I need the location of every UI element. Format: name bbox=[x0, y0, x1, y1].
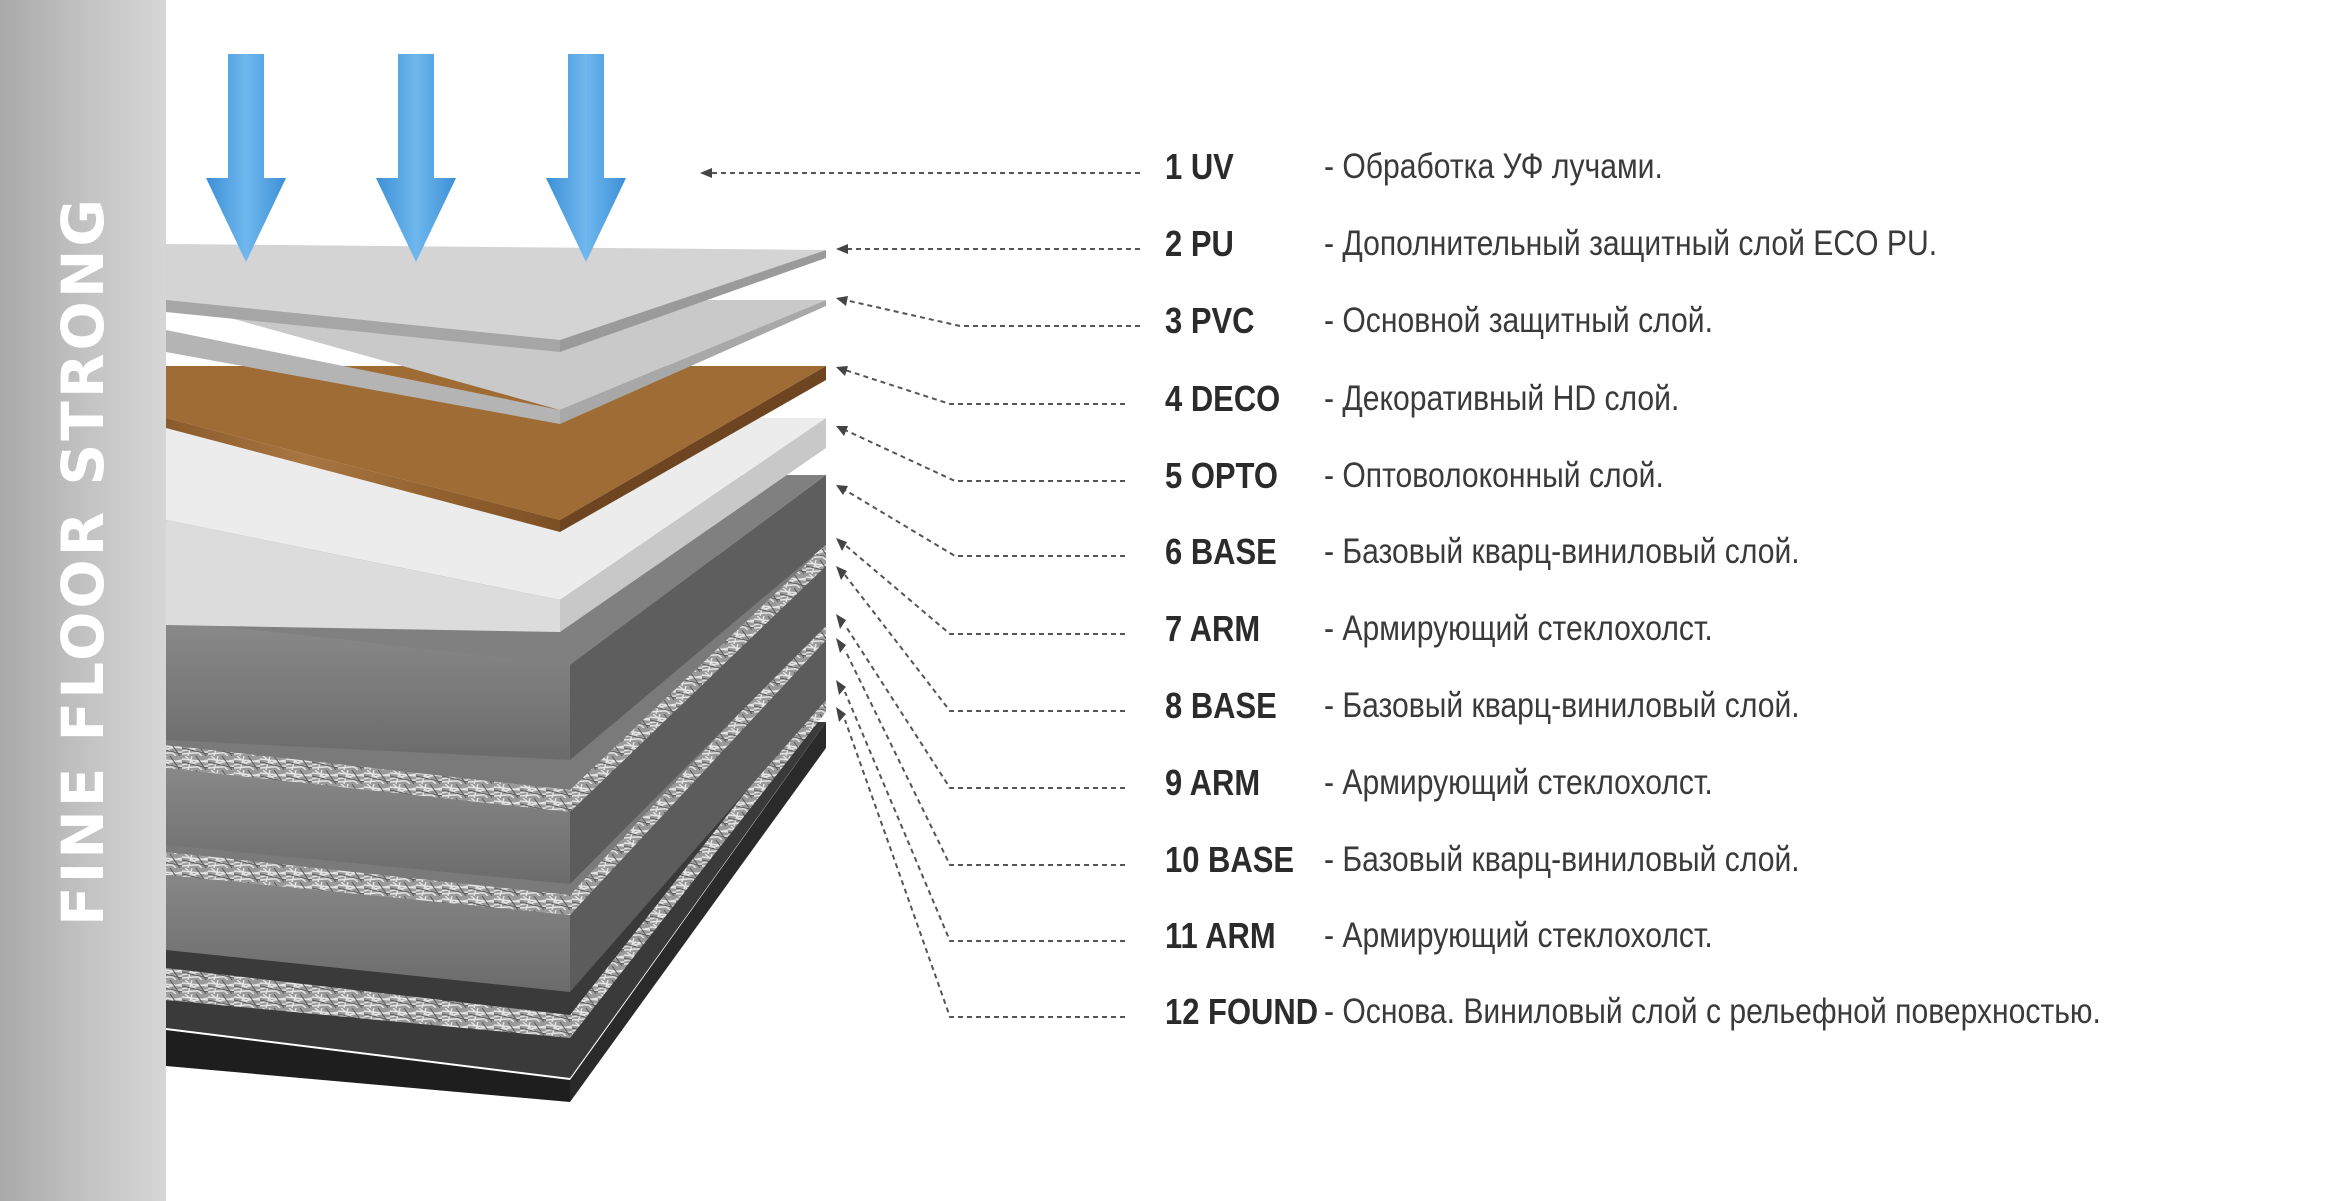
leader-arrowhead bbox=[836, 638, 846, 653]
layer-4-deco bbox=[166, 366, 826, 532]
arrow-down-icon bbox=[206, 54, 286, 262]
leader-line-10 bbox=[844, 649, 1125, 866]
arrow-down-icon bbox=[376, 54, 456, 262]
layer-7-desc: - Армирующий стеклохолст. bbox=[1324, 609, 1713, 648]
layer-4-id: 4 DECO bbox=[1165, 378, 1281, 419]
layer-1-id: 1 UV bbox=[1165, 146, 1234, 187]
leader-arrowhead bbox=[836, 426, 848, 436]
layer-8-id: 8 BASE bbox=[1165, 685, 1277, 726]
layer-3-id: 3 PVC bbox=[1165, 300, 1255, 341]
layer-6-desc: - Базовый кварц-виниловый слой. bbox=[1324, 532, 1800, 571]
layer-10-id: 10 BASE bbox=[1165, 839, 1295, 880]
leader-arrowhead bbox=[836, 707, 846, 722]
layer-1-desc: - Обработка УФ лучами. bbox=[1324, 147, 1663, 186]
leader-line-5 bbox=[844, 429, 1125, 482]
layer-7-id: 7 ARM bbox=[1165, 608, 1261, 649]
leader-arrowhead bbox=[836, 366, 848, 376]
arrow-down-icon bbox=[546, 54, 626, 262]
leader-line-3 bbox=[844, 299, 1140, 327]
leader-line-11 bbox=[844, 691, 1125, 942]
layer-6-id: 6 BASE bbox=[1165, 531, 1277, 572]
leader-line-8 bbox=[844, 574, 1125, 712]
leader-arrowhead bbox=[836, 614, 846, 629]
leader-line-9 bbox=[844, 624, 1125, 789]
leader-arrowhead bbox=[836, 296, 848, 306]
leader-line-6 bbox=[844, 489, 1125, 557]
layer-12-id: 12 FOUND bbox=[1165, 991, 1319, 1032]
layer-4-desc: - Декоративный HD слой. bbox=[1324, 379, 1680, 418]
leader-line-12 bbox=[844, 719, 1125, 1018]
layer-11-desc: - Армирующий стеклохолст. bbox=[1324, 916, 1713, 955]
leader-arrowhead bbox=[836, 566, 847, 580]
layer-11-arm bbox=[166, 690, 826, 1038]
uv-arrows bbox=[206, 54, 626, 262]
leader-arrowhead bbox=[836, 485, 848, 495]
layer-9-id: 9 ARM bbox=[1165, 762, 1261, 803]
layer-9-desc: - Армирующий стеклохолст. bbox=[1324, 763, 1713, 802]
layer-2-desc: - Дополнительный защитный слой ECO PU. bbox=[1324, 224, 1938, 263]
leader-arrowheads bbox=[700, 168, 848, 722]
layer-5-desc: - Оптоволоконный слой. bbox=[1324, 456, 1664, 495]
leader-arrowhead bbox=[836, 244, 848, 254]
layer-9-arm bbox=[166, 620, 826, 915]
layer-2-pu bbox=[166, 244, 826, 352]
layer-5-id: 5 OPTO bbox=[1165, 455, 1278, 496]
layer-7-arm bbox=[166, 545, 826, 812]
leader-line-7 bbox=[844, 544, 1125, 635]
layer-10-desc: - Базовый кварц-виниловый слой. bbox=[1324, 840, 1800, 879]
leader-line-4 bbox=[844, 369, 1125, 405]
layer-8-desc: - Базовый кварц-виниловый слой. bbox=[1324, 686, 1800, 725]
layer-12-desc: - Основа. Виниловый слой с рельефной пов… bbox=[1324, 992, 2101, 1031]
leader-arrowhead bbox=[836, 680, 846, 695]
leader-arrowhead bbox=[700, 168, 712, 178]
brand-sidebar: FINE FLOOR STRONG bbox=[0, 0, 166, 1201]
layer-11-id: 11 ARM bbox=[1165, 915, 1276, 956]
leader-arrowhead bbox=[836, 538, 847, 551]
leader-lines bbox=[710, 172, 1140, 1018]
layer-3-desc: - Основной защитный слой. bbox=[1324, 301, 1713, 340]
layer-2-id: 2 PU bbox=[1165, 223, 1234, 264]
